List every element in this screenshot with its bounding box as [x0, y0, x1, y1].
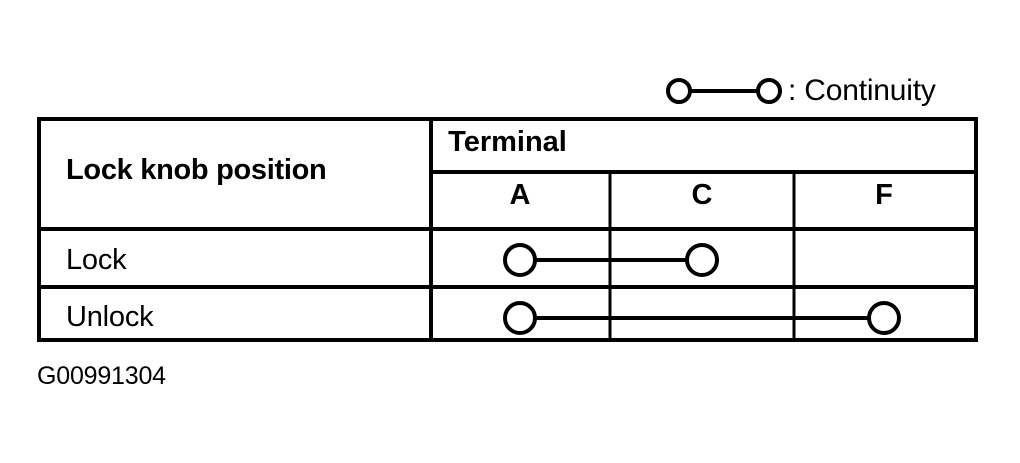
continuity-symbol-icon [666, 78, 782, 104]
table-grid-and-markers [37, 117, 978, 342]
continuity-table: Terminal Lock knob position A C F Lock U… [37, 117, 978, 342]
continuity-marker-unlock [503, 301, 901, 335]
continuity-marker-lock [503, 243, 719, 277]
figure-caption: G00991304 [37, 362, 166, 390]
legend-label: : Continuity [788, 74, 936, 107]
legend: : Continuity [660, 70, 980, 112]
